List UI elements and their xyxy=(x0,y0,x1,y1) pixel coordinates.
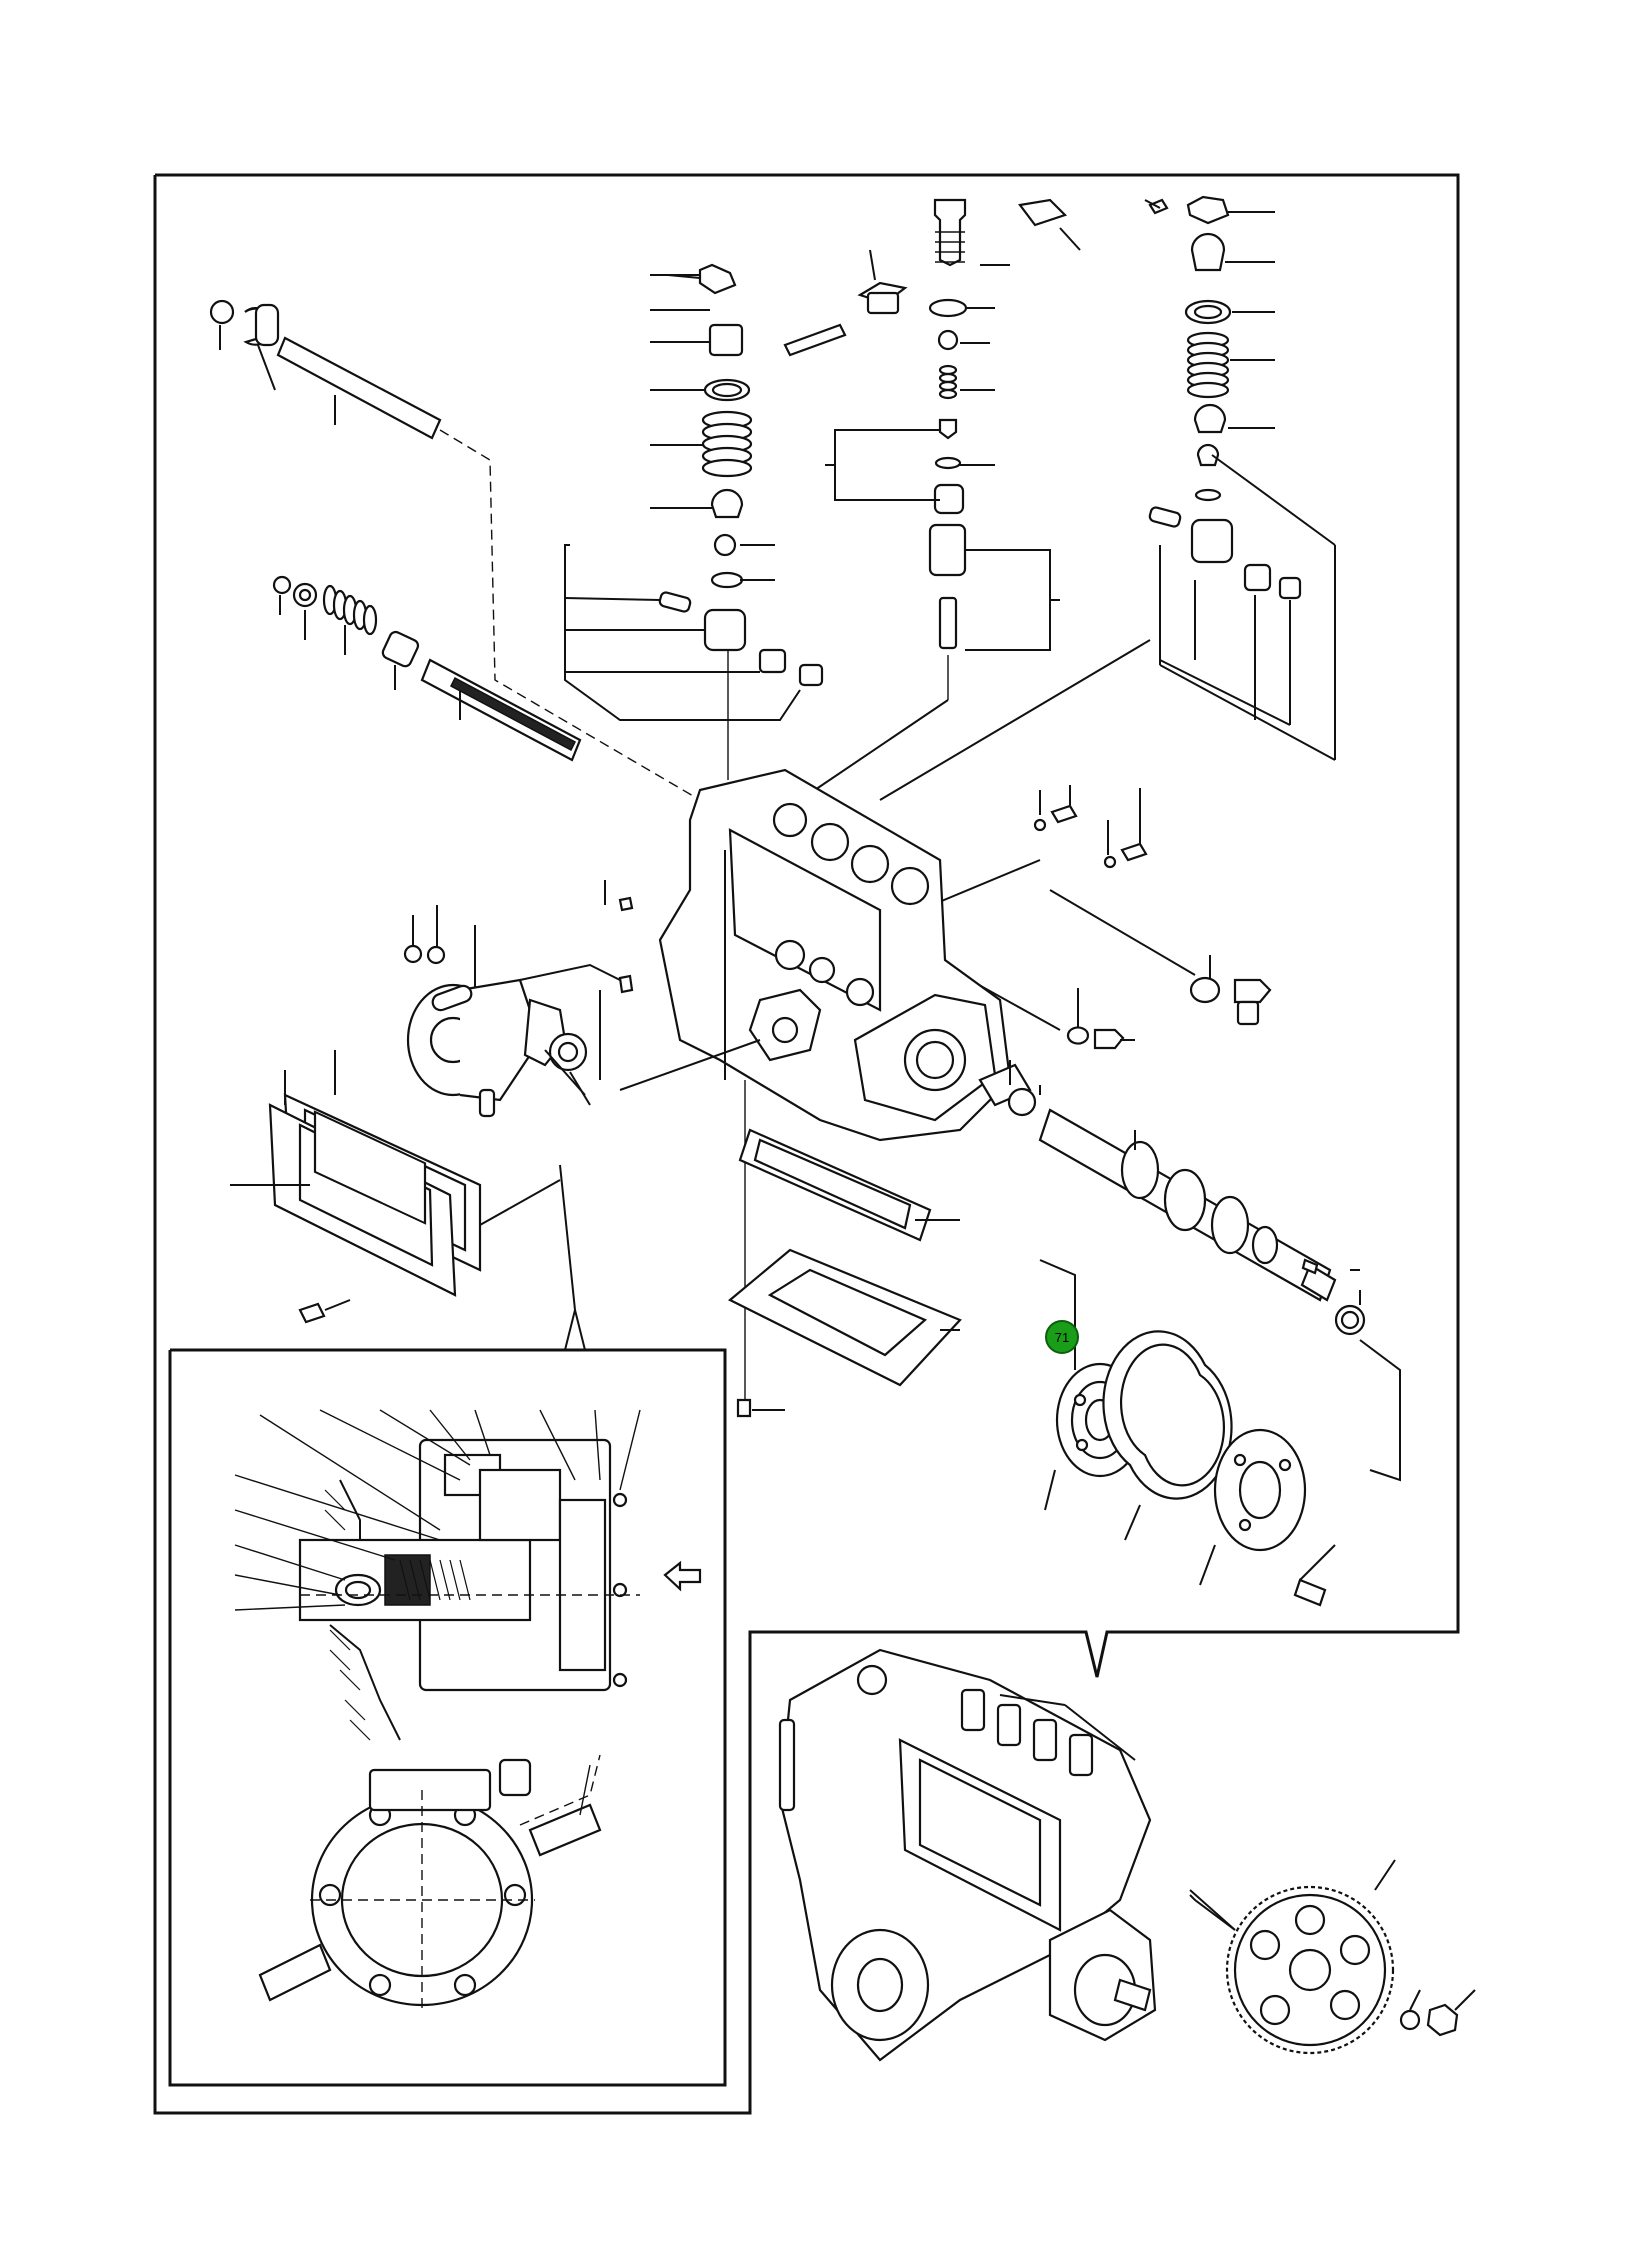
bearing-group xyxy=(1039,1259,1336,1607)
side-cover-group xyxy=(230,1050,561,1324)
plunger-stack-center xyxy=(564,263,824,780)
camshaft-group xyxy=(978,1060,1401,1482)
hatched-wall xyxy=(324,1489,371,1741)
hotspot-71-label: 71 xyxy=(1055,1330,1069,1345)
assembled-pump-view xyxy=(778,1648,1236,2062)
governor-spring-group xyxy=(272,575,582,762)
hotspot-71[interactable]: 71 xyxy=(1045,1320,1079,1354)
bottom-gasket-group xyxy=(728,1128,962,1418)
delivery-valve-stack xyxy=(783,198,1081,801)
section-spring xyxy=(399,1559,471,1601)
section-inset-frame xyxy=(168,1164,727,2087)
governor-section-view xyxy=(234,1409,702,1741)
feed-pump-group xyxy=(403,880,761,1118)
pump-housing xyxy=(658,768,1012,1400)
control-rod-cap-group xyxy=(209,299,701,801)
plunger-stack-right xyxy=(879,195,1336,801)
main-frame xyxy=(153,173,1460,2115)
delivery-valve-holders xyxy=(960,1688,1094,1777)
feed-pump-front-view xyxy=(258,1754,602,2010)
drive-gear xyxy=(1189,1859,1476,2055)
